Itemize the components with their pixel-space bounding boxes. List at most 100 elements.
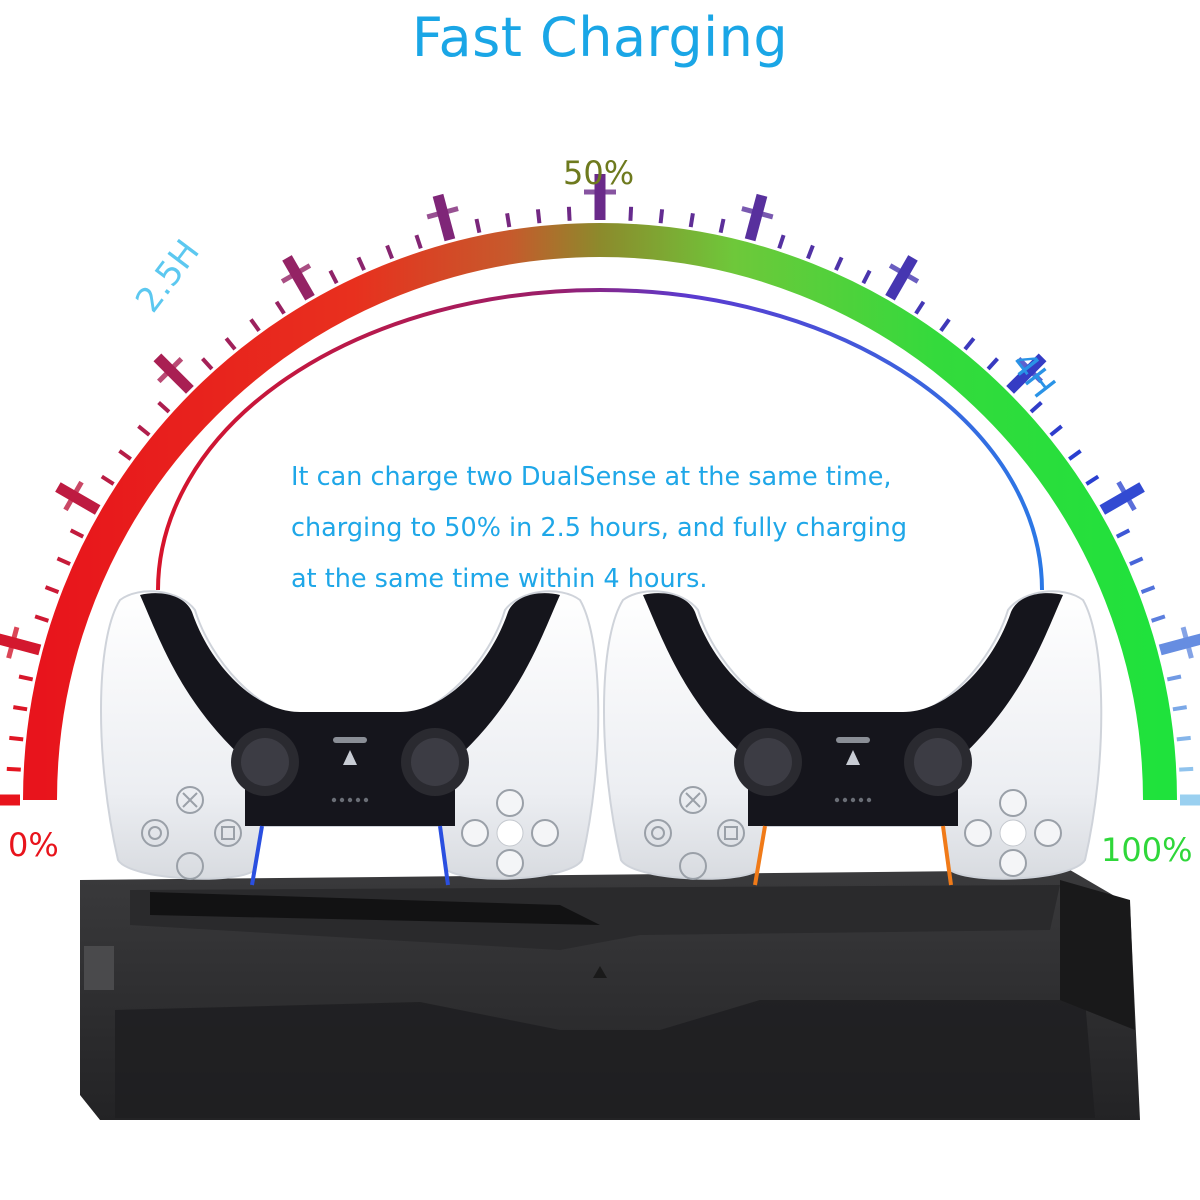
usb-port <box>84 946 114 990</box>
gauge-major-tick <box>0 633 42 656</box>
gauge-minor-tick <box>1140 585 1156 594</box>
cross-icon <box>182 792 198 808</box>
gauge-minor-tick <box>1166 674 1182 682</box>
thumbstick-cap <box>411 738 459 786</box>
gauge-minor-tick <box>414 234 423 250</box>
description-line: charging to 50% in 2.5 hours, and fully … <box>291 513 908 543</box>
gauge-minor-tick <box>1150 614 1166 623</box>
inner-arc <box>156 288 1044 591</box>
thumbstick-cap <box>914 738 962 786</box>
speaker-hole <box>331 797 337 803</box>
dpad-icon <box>531 819 559 847</box>
square-icon <box>717 819 745 847</box>
square-icon <box>214 819 242 847</box>
gauge-minor-tick <box>274 300 286 315</box>
dpad-icon <box>999 849 1027 877</box>
dpad-center <box>496 819 524 847</box>
gauge-tick-crossbar <box>741 206 774 220</box>
page-title: Fast Charging <box>411 6 789 69</box>
gauge-minor-tick <box>1049 424 1063 437</box>
gauge-minor-tick <box>9 735 24 742</box>
gauge-tick-crossbar <box>426 206 459 220</box>
gauge-ticks <box>0 174 1200 806</box>
gauge-minor-tick <box>137 424 151 437</box>
dpad-icon <box>964 819 992 847</box>
speaker-hole <box>858 797 864 803</box>
gauge-minor-tick <box>1179 766 1194 772</box>
gauge-minor-tick <box>806 244 815 260</box>
gauge-minor-tick <box>535 209 542 224</box>
dpad-icon <box>999 789 1027 817</box>
gauge-tick-crossbar <box>1180 626 1194 659</box>
gauge-minor-tick <box>505 212 512 228</box>
gauge-major-tick <box>1099 482 1145 515</box>
gauge-minor-tick <box>939 318 951 332</box>
gauge-label-half: 50% <box>563 154 635 192</box>
thumbstick-cap <box>241 738 289 786</box>
gauge-minor-tick <box>658 209 665 224</box>
gauge-major-tick <box>55 482 101 515</box>
triangle-icon <box>679 852 707 880</box>
gauge-label-end: 100% <box>1101 831 1193 869</box>
gauge-minor-tick <box>1176 735 1191 742</box>
thumbstick-cap <box>744 738 792 786</box>
gauge-tick-crossbar <box>6 626 20 659</box>
gauge-minor-tick <box>100 474 115 486</box>
speaker-hole <box>842 797 848 803</box>
speaker-hole <box>355 797 361 803</box>
square-icon <box>221 826 235 840</box>
gauge-minor-tick <box>44 585 60 594</box>
speaker-hole <box>866 797 872 803</box>
gauge-minor-tick <box>718 218 726 234</box>
ps-logo-icon <box>846 750 860 765</box>
gauge-major-tick <box>153 353 194 394</box>
gauge-minor-tick <box>249 318 261 332</box>
gauge-tick-crossbar <box>157 357 184 384</box>
light-bar <box>250 825 264 886</box>
dualsense-controller <box>603 590 1103 886</box>
gauge-major-tick <box>744 193 768 242</box>
cross-icon <box>679 786 707 814</box>
dpad-icon <box>1034 819 1062 847</box>
circle-icon <box>141 819 169 847</box>
triangle-icon <box>176 852 204 880</box>
gauge-minor-tick <box>986 357 999 371</box>
gauge-minor-tick <box>12 705 28 712</box>
charging-dock <box>80 870 1140 1120</box>
speaker-hole <box>339 797 345 803</box>
gauge-minor-tick <box>1172 705 1188 712</box>
light-bar <box>753 825 767 886</box>
gauge-major-tick <box>1158 633 1200 656</box>
gauge-minor-tick <box>1029 401 1043 414</box>
description: It can charge two DualSense at the same … <box>291 452 951 605</box>
gauge-tick-crossbar <box>888 263 920 284</box>
gauge-tick-crossbar <box>63 480 84 512</box>
gauge-tick-crossbar <box>1116 480 1137 512</box>
cross-icon <box>176 786 204 814</box>
dualsense-controller <box>100 590 600 886</box>
cross-icon <box>685 792 701 808</box>
gauge-minor-tick <box>201 357 214 371</box>
gauge-minor-tick <box>861 269 872 285</box>
speaker-hole <box>850 797 856 803</box>
gauge-minor-tick <box>914 300 926 315</box>
speaker-hole <box>363 797 369 803</box>
gauge-major-tick <box>885 255 918 301</box>
square-icon <box>724 826 738 840</box>
circle-icon <box>644 819 672 847</box>
gauge-major-tick <box>282 255 315 301</box>
gauge-minor-tick <box>56 556 71 566</box>
circle-icon <box>651 826 665 840</box>
description-line: at the same time within 4 hours. <box>291 564 708 594</box>
speaker-hole <box>834 797 840 803</box>
speaker-hole <box>347 797 353 803</box>
gauge-minor-tick <box>6 766 21 772</box>
dpad-icon <box>496 849 524 877</box>
charge-gauge-arc <box>23 223 1177 801</box>
gauge-minor-tick <box>1115 528 1131 539</box>
gauge-minor-tick <box>474 218 482 234</box>
light-bar <box>438 825 450 886</box>
dpad-icon <box>461 819 489 847</box>
